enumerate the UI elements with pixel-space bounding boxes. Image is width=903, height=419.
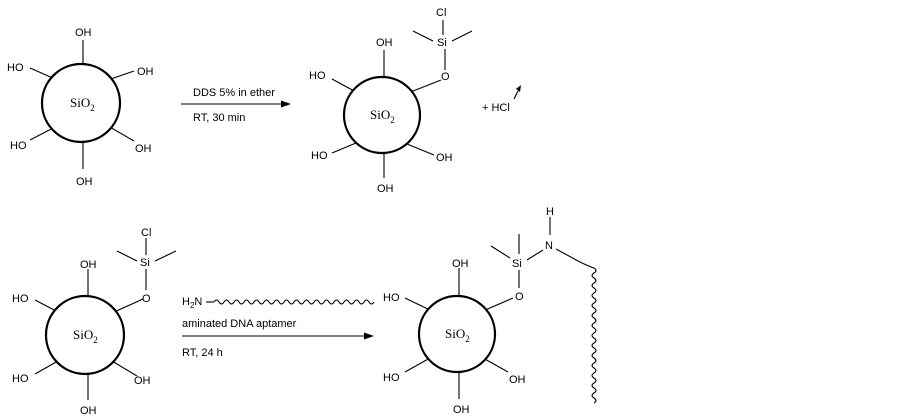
silicon-atom: Si <box>512 258 522 270</box>
silica-core <box>44 294 126 376</box>
hydroxyl-lower-right: OH <box>509 374 526 386</box>
hydroxyl-upper-right: OH <box>137 66 154 78</box>
condition-time-1: RT, 30 min <box>193 112 245 124</box>
hydroxyl-bottom: OH <box>453 404 470 416</box>
siloxane-oxygen: O <box>515 291 524 303</box>
hcl-label: + HCl <box>482 102 510 114</box>
sio2-label: SiO2 <box>70 95 95 113</box>
condition-reagent-1: DDS 5% in ether <box>193 87 275 99</box>
chlorine-atom: Cl <box>141 227 151 239</box>
silica-particle-bare: SiO2 OH HO OH HO OH OH <box>7 27 154 188</box>
siloxane-oxygen: O <box>142 293 151 305</box>
condition-time-2: RT, 24 h <box>182 347 223 359</box>
hydroxyl-lower-right: OH <box>134 375 151 387</box>
hydroxyl-bottom: OH <box>377 183 394 195</box>
hydroxyl-lower-left: HO <box>10 140 27 152</box>
sio2-label: SiO2 <box>73 327 98 345</box>
silicon-atom: Si <box>140 257 150 269</box>
hydroxyl-lower-left: HO <box>12 373 29 385</box>
silica-particle-chlorosilyl-reactant: SiO2 OH HO HO OH OH O Si Cl <box>12 227 177 417</box>
hydroxyl-bottom: OH <box>76 176 93 188</box>
sio2-label: SiO2 <box>370 107 395 125</box>
dna-aptamer-chain <box>213 299 375 305</box>
silica-particle-chlorosilyl: SiO2 OH HO HO OH OH O Si Cl <box>309 7 473 195</box>
hydroxyl-upper-left: HO <box>7 62 24 74</box>
hydroxyl-upper-left: HO <box>12 293 29 305</box>
hydroxyl-top: OH <box>75 27 92 39</box>
silicon-atom: Si <box>437 37 447 49</box>
nitrogen-atom: N <box>545 240 553 252</box>
hydroxyl-upper-left: HO <box>383 292 400 304</box>
byproduct-hcl: + HCl <box>482 85 521 114</box>
siloxane-oxygen: O <box>441 71 450 83</box>
hydroxyl-lower-right: OH <box>436 152 453 164</box>
sio2-label: SiO2 <box>445 326 470 344</box>
amine-group-label: H2N <box>182 296 202 310</box>
dna-aptamer-chain <box>591 267 597 404</box>
reaction-arrow-1: DDS 5% in ether RT, 30 min <box>181 87 291 124</box>
reaction-arrow-2: H2N aminated DNA aptamer RT, 24 h <box>182 296 375 359</box>
hydroxyl-bottom: OH <box>80 405 97 417</box>
hydroxyl-lower-left: HO <box>311 150 328 162</box>
chlorine-atom: Cl <box>436 7 446 19</box>
hydroxyl-top: OH <box>80 259 97 271</box>
silica-core <box>342 75 422 155</box>
hydroxyl-lower-right: OH <box>135 143 152 155</box>
hydroxyl-upper-left: HO <box>309 70 326 82</box>
silica-particle-aptamer-conjugate: SiO2 OH HO HO OH OH O Si N H <box>383 206 597 416</box>
amine-hydrogen: H <box>546 206 554 218</box>
condition-reagent-2: aminated DNA aptamer <box>182 318 297 330</box>
hydroxyl-lower-left: HO <box>383 372 400 384</box>
hydroxyl-top: OH <box>452 258 469 270</box>
hydroxyl-top: OH <box>376 37 393 49</box>
silica-core <box>40 62 122 144</box>
silica-core <box>417 294 497 374</box>
